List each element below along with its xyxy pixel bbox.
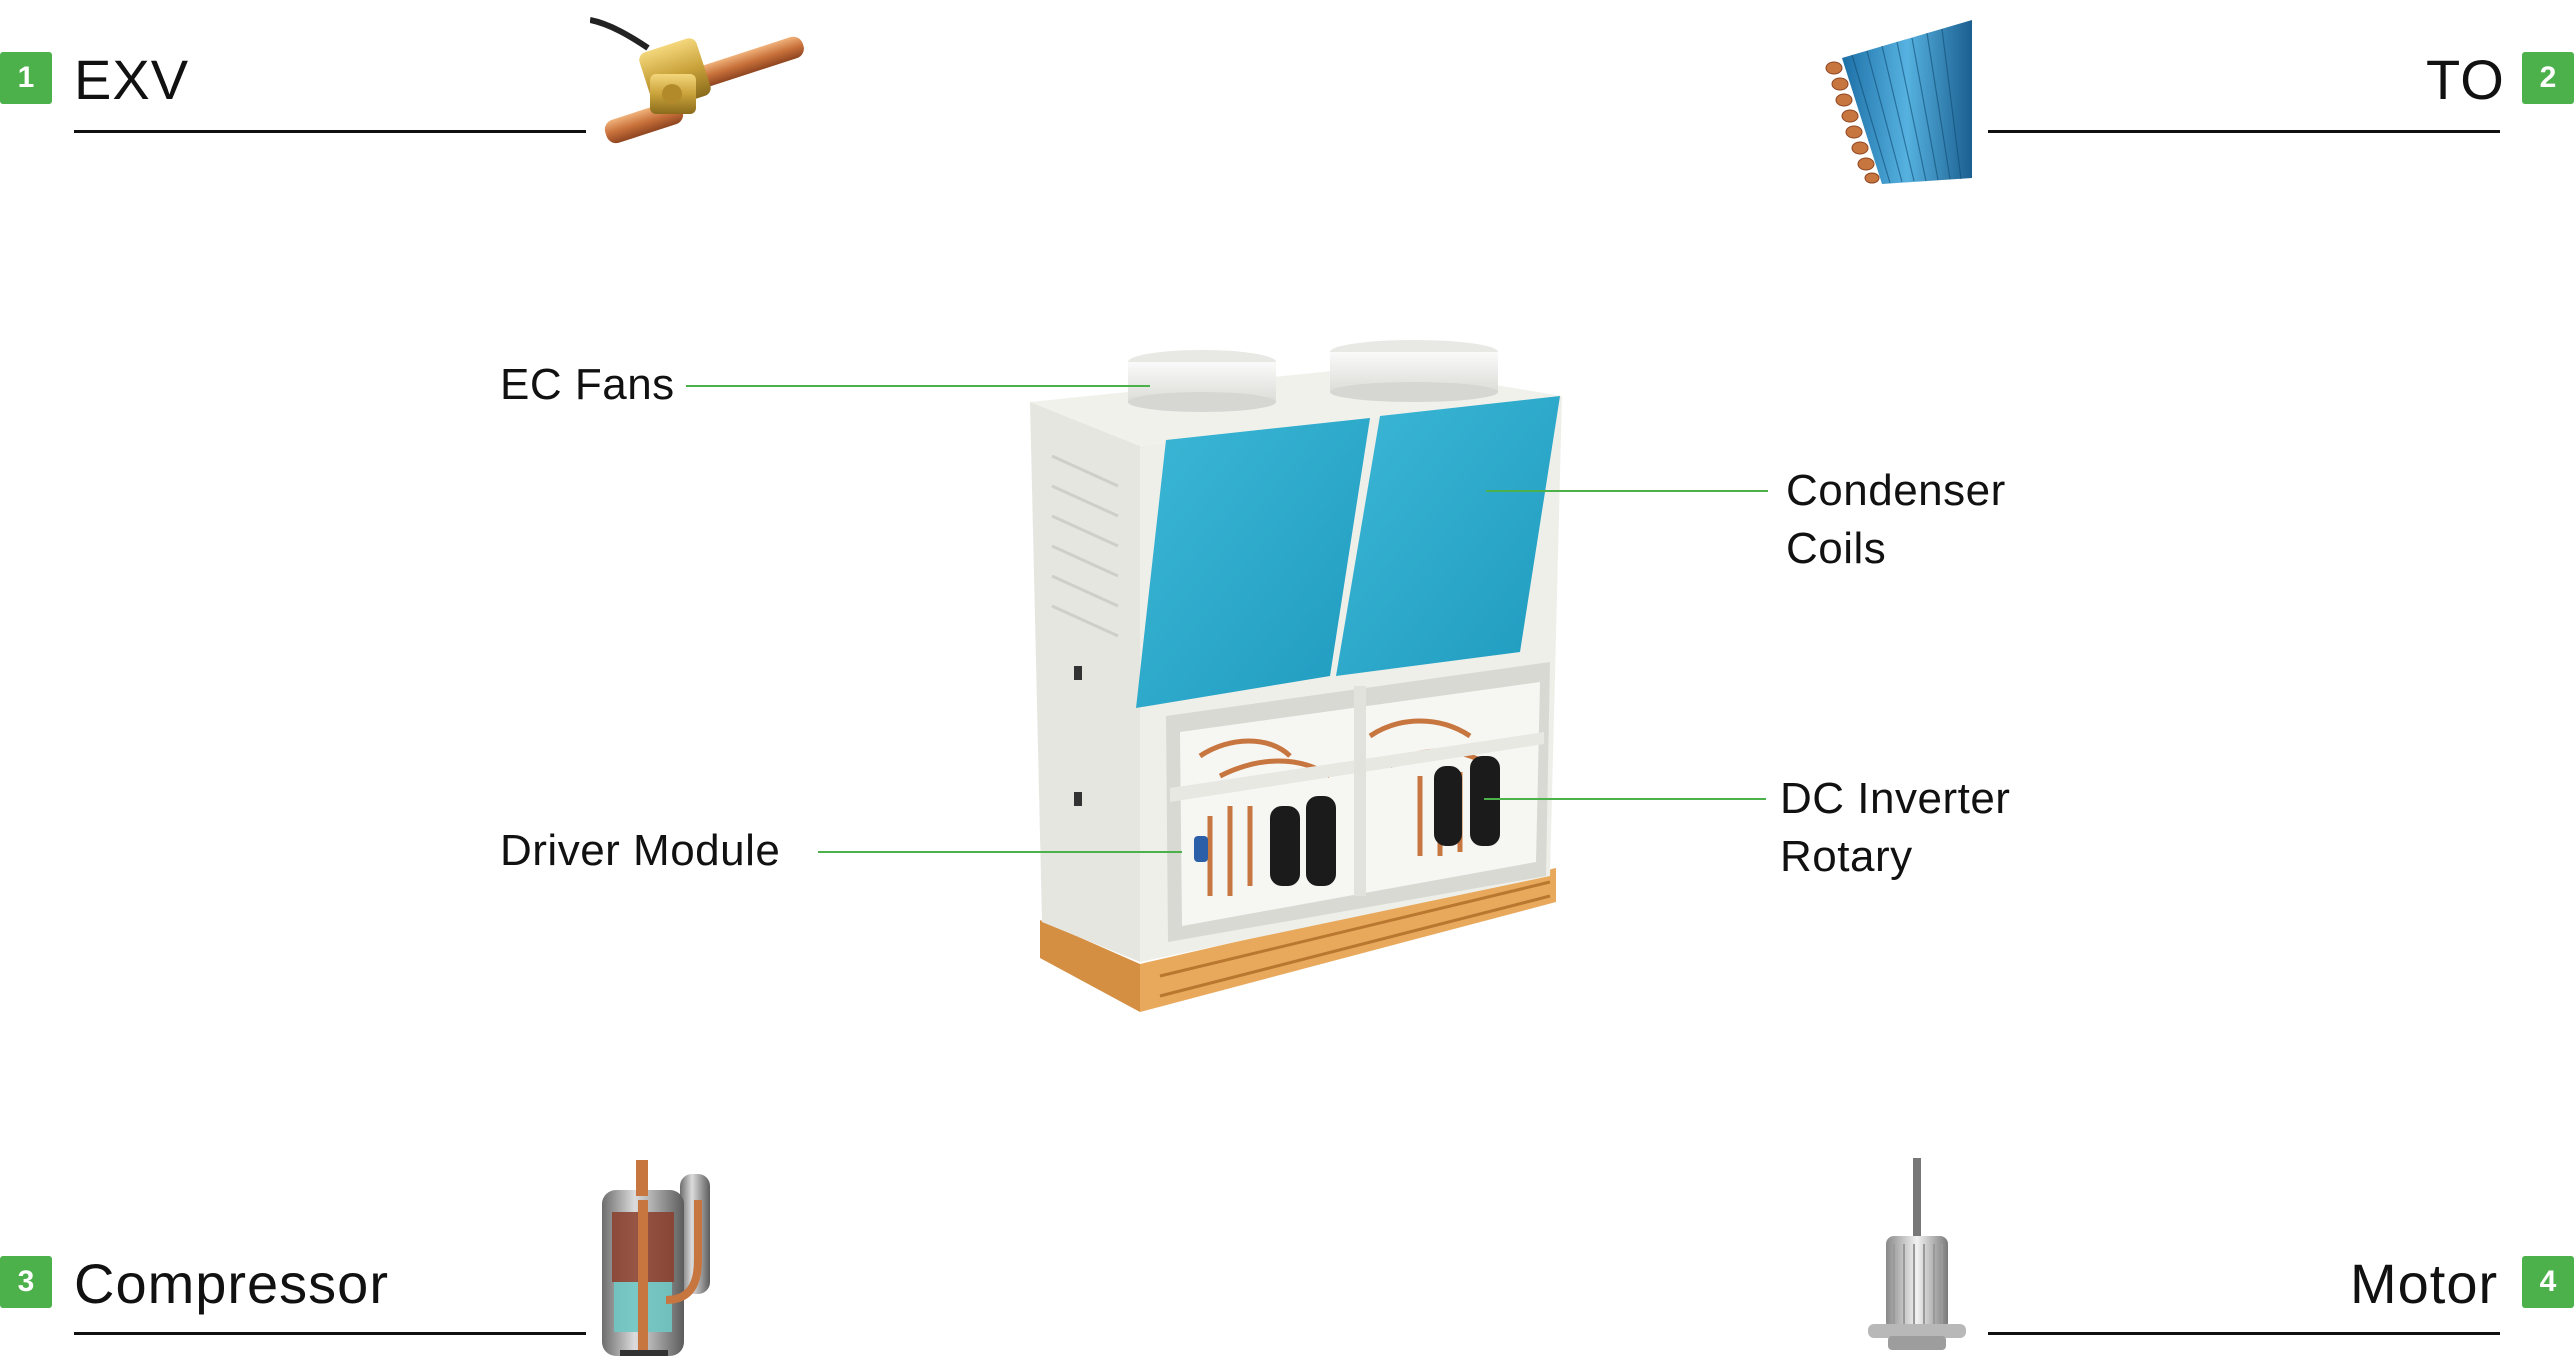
exv-title: EXV <box>74 48 190 111</box>
callout-dc-inverter-rotary: DC Inverter Rotary <box>1780 770 2010 886</box>
badge-4: 4 <box>2522 1256 2574 1308</box>
compressor-underline <box>74 1332 586 1335</box>
callout-ec-fans-line1: EC Fans <box>500 360 675 409</box>
badge-1: 1 <box>0 52 52 104</box>
leader-ec-fans <box>686 385 1150 387</box>
leader-dc-inverter <box>1484 798 1766 800</box>
to-title: TO <box>2426 48 2505 111</box>
to-underline <box>1988 130 2500 133</box>
callout-dc-inverter-line2: Rotary <box>1780 832 1913 881</box>
callout-condenser-coils-line1: Condenser <box>1786 466 2006 515</box>
rotary-compressor-icon <box>602 1160 710 1356</box>
outdoor-unit-image <box>1030 340 1562 1012</box>
callout-dc-inverter-line1: DC Inverter <box>1780 774 2011 823</box>
heat-exchanger-coil-icon <box>1825 20 1972 184</box>
exv-underline <box>74 130 586 133</box>
fan-motor-icon <box>1868 1158 1966 1350</box>
expansion-valve-icon <box>590 17 804 144</box>
compressor-title: Compressor <box>74 1252 389 1315</box>
leader-driver-module <box>818 851 1182 853</box>
callout-condenser-coils-line2: Coils <box>1786 524 1887 573</box>
callout-ec-fans: EC Fans <box>500 356 675 414</box>
motor-underline <box>1988 1332 2500 1335</box>
callout-driver-module-line1: Driver Module <box>500 826 781 875</box>
callout-condenser-coils: Condenser Coils <box>1786 462 2006 578</box>
leader-condenser-coils <box>1486 490 1768 492</box>
badge-3: 3 <box>0 1256 52 1308</box>
callout-driver-module: Driver Module <box>500 822 780 880</box>
badge-2: 2 <box>2522 52 2574 104</box>
motor-title: Motor <box>2350 1252 2499 1315</box>
